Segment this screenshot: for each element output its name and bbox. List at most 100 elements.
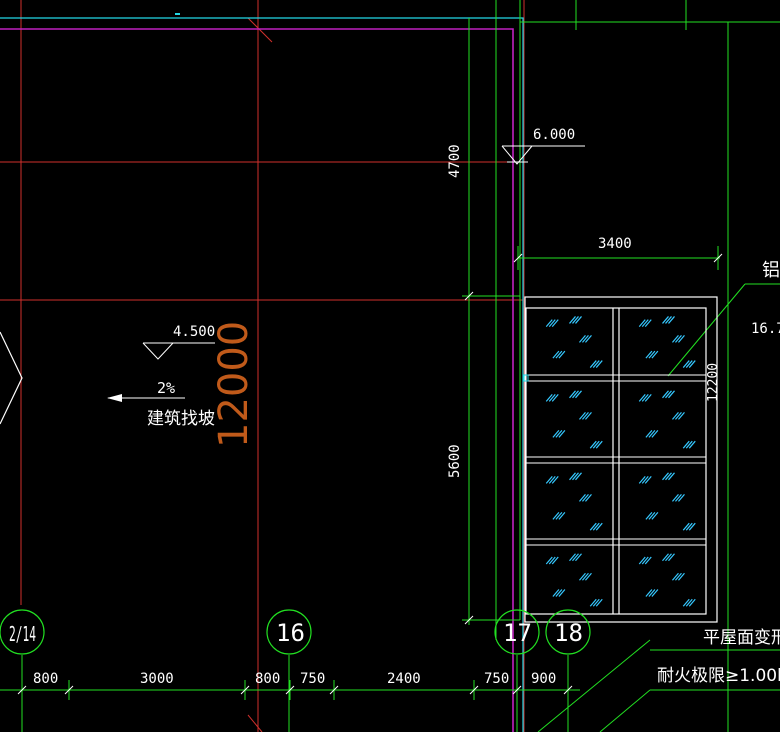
hatch-stroke xyxy=(665,553,672,562)
hatch-stroke xyxy=(688,360,696,368)
note-roof-joint: 平屋面变形 xyxy=(703,628,780,648)
hatch-stroke xyxy=(675,412,682,420)
hatch-stroke xyxy=(558,350,566,359)
hatch-stroke xyxy=(644,394,652,402)
hatch-stroke xyxy=(665,472,672,481)
hatch-stroke xyxy=(672,412,679,420)
hatch-stroke xyxy=(552,430,560,438)
hatch-stroke xyxy=(579,494,586,502)
hatch-stroke xyxy=(651,350,659,359)
hatch-stroke xyxy=(668,553,675,562)
hatch-stroke xyxy=(579,572,586,581)
dim-bottom-800b: 800 xyxy=(255,671,280,687)
hatch-stroke xyxy=(638,556,646,565)
hatch-stroke xyxy=(548,556,556,565)
hatch-stroke xyxy=(662,316,669,324)
window-marker xyxy=(523,374,529,382)
window-frame xyxy=(524,296,718,623)
dim-panel-12200: 12200 xyxy=(706,363,721,402)
hatch-stroke xyxy=(641,394,649,402)
hatch-stroke xyxy=(678,412,685,420)
hatch-stroke xyxy=(585,334,592,343)
hatch-stroke xyxy=(572,390,579,399)
dim-bottom-900: 900 xyxy=(531,671,556,687)
hatch-stroke xyxy=(662,553,669,562)
hatch-stroke xyxy=(548,319,556,327)
hatch-stroke xyxy=(575,390,582,399)
hatch-stroke xyxy=(651,512,659,520)
level-4500: 4.500 xyxy=(173,324,215,340)
hatch-stroke xyxy=(592,360,600,368)
hatch-stroke xyxy=(638,476,646,484)
wall-outline xyxy=(0,13,524,732)
hatch-stroke xyxy=(648,350,656,359)
hatch-stroke xyxy=(672,572,679,581)
hatch-stroke xyxy=(672,334,679,343)
level-symbols xyxy=(107,145,585,402)
hatch-stroke xyxy=(589,440,597,449)
hatch-stroke xyxy=(675,334,682,343)
hatch-stroke xyxy=(592,598,600,607)
hatch-stroke xyxy=(595,440,603,449)
big-label-12000: 12000 xyxy=(211,321,257,448)
hatch-stroke xyxy=(572,472,579,481)
hatch-stroke xyxy=(678,334,685,343)
axis-label-17: 17 xyxy=(503,619,532,647)
hatch-stroke xyxy=(645,430,653,438)
slope-label: 建筑找坡 xyxy=(147,409,215,429)
hatch-stroke xyxy=(555,512,563,520)
hatch-stroke xyxy=(682,598,690,607)
axis-bubbles xyxy=(0,609,591,655)
hatch-stroke xyxy=(582,494,589,502)
hatch-stroke xyxy=(662,390,669,399)
hatch-stroke xyxy=(558,512,566,520)
hatch-stroke xyxy=(582,412,589,420)
hatch-stroke xyxy=(555,430,563,438)
dim-bottom-800a: 800 xyxy=(33,671,58,687)
hatch-stroke xyxy=(582,334,589,343)
hatch-stroke xyxy=(545,394,553,402)
hatch-stroke xyxy=(585,494,592,502)
hatch-stroke xyxy=(555,589,563,597)
hatch-stroke xyxy=(585,412,592,420)
hatch-stroke xyxy=(688,440,696,449)
hatch-stroke xyxy=(651,589,659,597)
axis-label-18: 18 xyxy=(554,619,583,647)
hatch-stroke xyxy=(638,319,646,327)
hatch-stroke xyxy=(545,476,553,484)
hatch-stroke xyxy=(552,512,560,520)
dim-bottom-3000: 3000 xyxy=(140,671,174,687)
hatch-stroke xyxy=(675,572,682,581)
axis-label-2-14: 2/14 xyxy=(9,622,36,646)
hatch-stroke xyxy=(552,350,560,359)
hatch-stroke xyxy=(648,512,656,520)
hatch-stroke xyxy=(592,522,600,531)
hatch-stroke xyxy=(662,472,669,481)
note-fire-rating: 耐火极限≥1.00h xyxy=(657,666,780,686)
hatch-stroke xyxy=(685,360,693,368)
glass-hatch xyxy=(545,316,696,607)
hatch-stroke xyxy=(682,440,690,449)
hatch-stroke xyxy=(645,589,653,597)
hatch-stroke xyxy=(551,476,559,484)
hatch-stroke xyxy=(645,350,653,359)
hatch-stroke xyxy=(551,319,559,327)
hatch-stroke xyxy=(579,412,586,420)
hatch-stroke xyxy=(572,316,579,324)
hatch-stroke xyxy=(572,553,579,562)
hatch-stroke xyxy=(682,360,690,368)
note-aluminum: 铝 xyxy=(762,260,780,281)
hatch-stroke xyxy=(668,316,675,324)
hatch-stroke xyxy=(569,553,576,562)
hatch-stroke xyxy=(644,476,652,484)
hatch-stroke xyxy=(589,360,597,368)
hatch-stroke xyxy=(688,598,696,607)
hatch-stroke xyxy=(688,522,696,531)
axis-label-16: 16 xyxy=(276,619,305,647)
bottom-dimensions: 800 3000 800 750 2400 750 900 xyxy=(33,671,556,687)
hatch-stroke xyxy=(575,553,582,562)
hatch-stroke xyxy=(645,512,653,520)
hatch-stroke xyxy=(638,394,646,402)
